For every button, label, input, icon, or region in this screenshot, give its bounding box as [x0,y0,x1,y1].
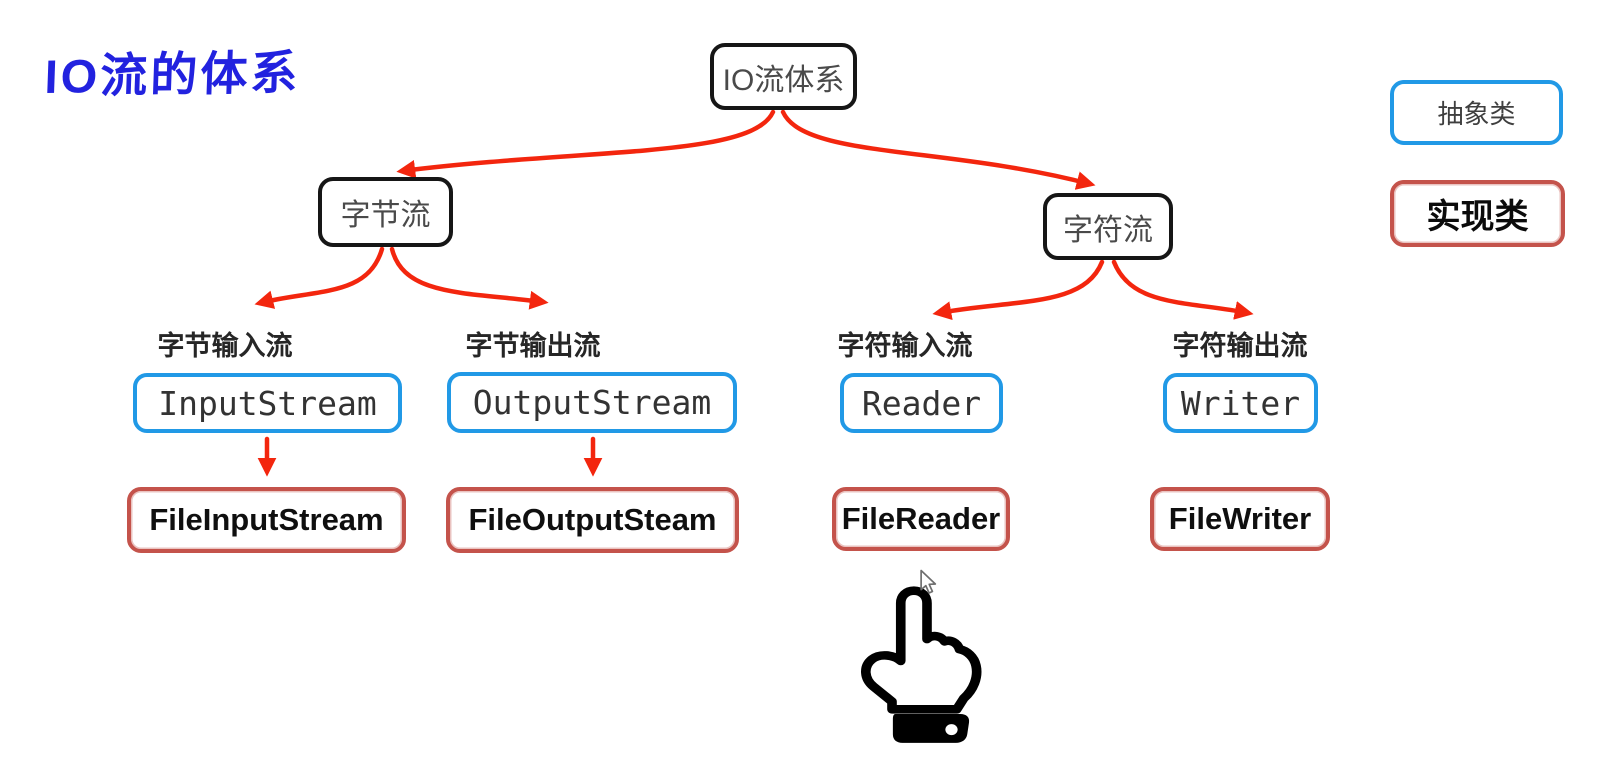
abstract-node-reader: Reader [840,373,1003,433]
arrow-root-to-char [780,109,1096,190]
page-title: IO流的体系 [43,45,302,103]
impl-node-filewriter: FileWriter [1150,487,1330,551]
legend-abstract-class: 抽象类 [1390,80,1563,145]
arrow-root-to-byte [396,109,776,179]
caption-byte-output-stream: 字节输出流 [465,331,601,361]
arrow-char-to-reader [932,259,1105,321]
abstract-node-inputstream: InputStream [133,373,402,433]
root-node: IO流体系 [710,43,857,110]
branch-node-char-stream: 字符流 [1043,193,1173,260]
impl-node-filereader: FileReader [832,487,1010,551]
legend-implementation-class: 实现类 [1390,180,1565,247]
impl-node-fileinputstream: FileInputStream [127,487,406,553]
branch-node-byte-stream: 字节流 [318,177,453,247]
arrow-byte-to-output [389,246,549,310]
arrow-char-to-writer [1111,259,1254,320]
caption-byte-input-stream: 字节输入流 [157,331,293,361]
impl-node-fileoutputsteam: FileOutputSteam [446,487,739,553]
caption-char-input-stream: 字符输入流 [837,331,973,361]
caption-char-output-stream: 字符输出流 [1172,331,1308,361]
mouse-cursor-icon [920,569,937,594]
pointing-hand-icon [861,586,982,743]
arrow-byte-to-input [254,246,385,309]
abstract-node-writer: Writer [1163,373,1318,433]
abstract-node-outputstream: OutputStream [447,372,737,433]
